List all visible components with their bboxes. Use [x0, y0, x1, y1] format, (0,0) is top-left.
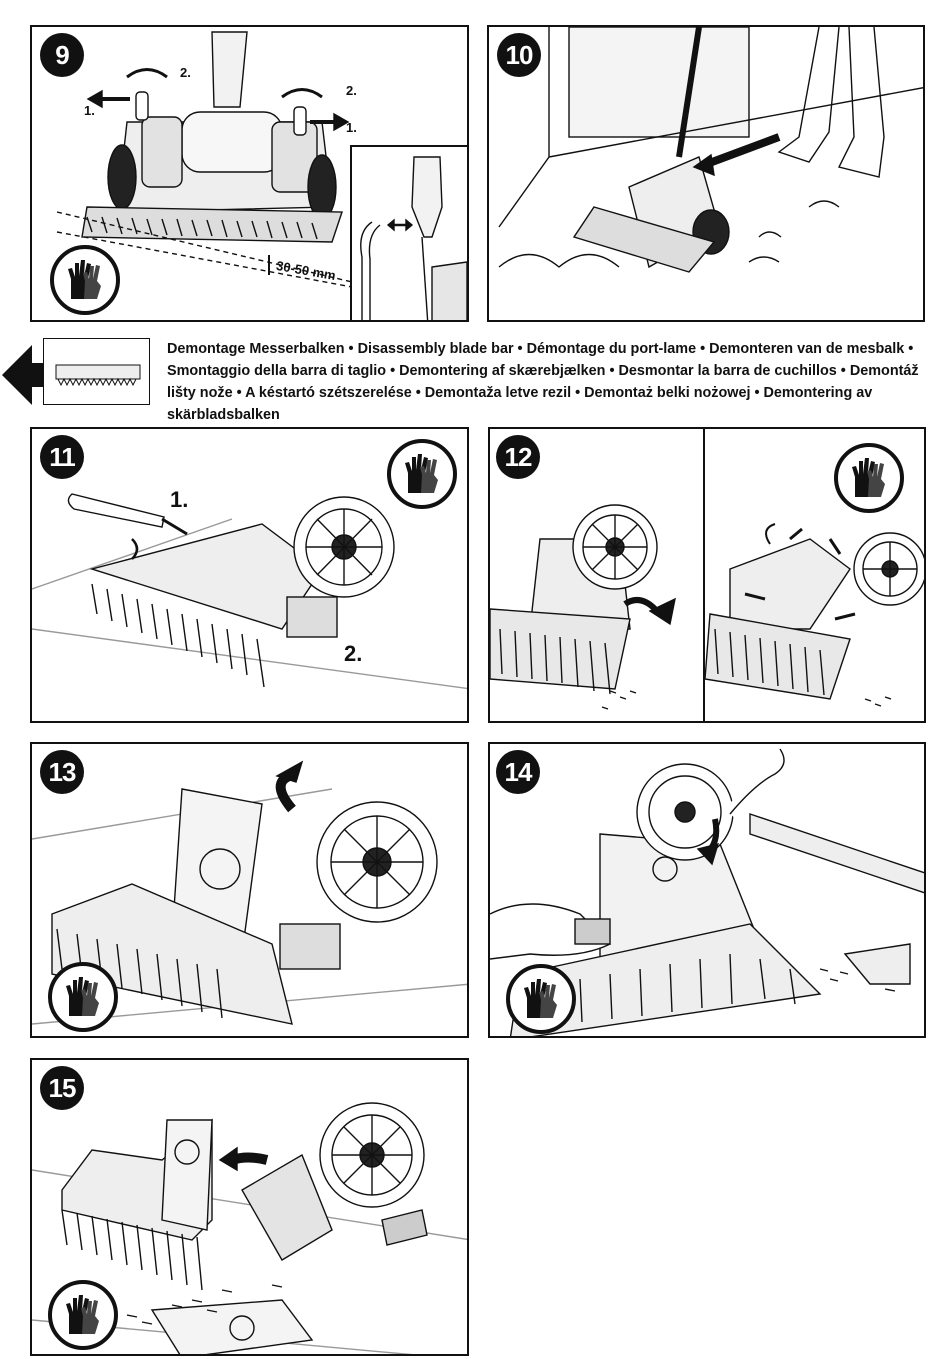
blade-separation-illustration: [32, 1102, 467, 1354]
gloves-icon: [387, 439, 457, 509]
step-14-panel: 14: [488, 742, 926, 1038]
gloves-icon: [48, 962, 118, 1032]
step-13-panel: 13: [30, 742, 469, 1038]
nut-removal-illustration: [490, 745, 924, 1036]
step-label-screw: 1.: [170, 487, 189, 512]
step-number: 15: [40, 1066, 84, 1110]
plate-removal-illustration: [32, 760, 467, 1025]
rotate-label-right: 2.: [346, 83, 357, 98]
rotate-label-left: 2.: [180, 65, 191, 80]
trimming-along-wall-illustration: [498, 27, 923, 273]
step-number: 10: [497, 33, 541, 77]
step-number: 14: [496, 750, 540, 794]
step-label-bracket: 2.: [344, 641, 363, 666]
detail-inset: [350, 145, 467, 320]
gloves-icon: [834, 443, 904, 513]
pull-label-left: 1.: [84, 103, 95, 118]
arrow-left-icon: [2, 345, 50, 405]
section-heading: Demontage Messerbalken • Disassembly bla…: [167, 341, 919, 423]
step-11-panel: 11 1. 2.: [30, 427, 469, 723]
step-9-panel: 9 2.: [30, 25, 469, 322]
screwdriver-removal-illustration: [32, 493, 467, 690]
step-number: 12: [496, 435, 540, 479]
step-15-panel: 15: [30, 1058, 469, 1356]
gloves-icon: [506, 964, 576, 1034]
blade-bar-thumbnail: [43, 338, 150, 405]
step-12-panel: 12: [488, 427, 926, 723]
gloves-icon: [50, 245, 120, 315]
bracket-removal-illustration: [490, 429, 924, 721]
gloves-icon: [48, 1280, 118, 1350]
step-number: 11: [40, 435, 84, 479]
step-10-panel: 10: [487, 25, 925, 322]
step-number: 9: [40, 33, 84, 77]
trimmer-head-illustration: [56, 31, 353, 288]
pull-label-right: 1.: [346, 120, 357, 135]
step-number: 13: [40, 750, 84, 794]
